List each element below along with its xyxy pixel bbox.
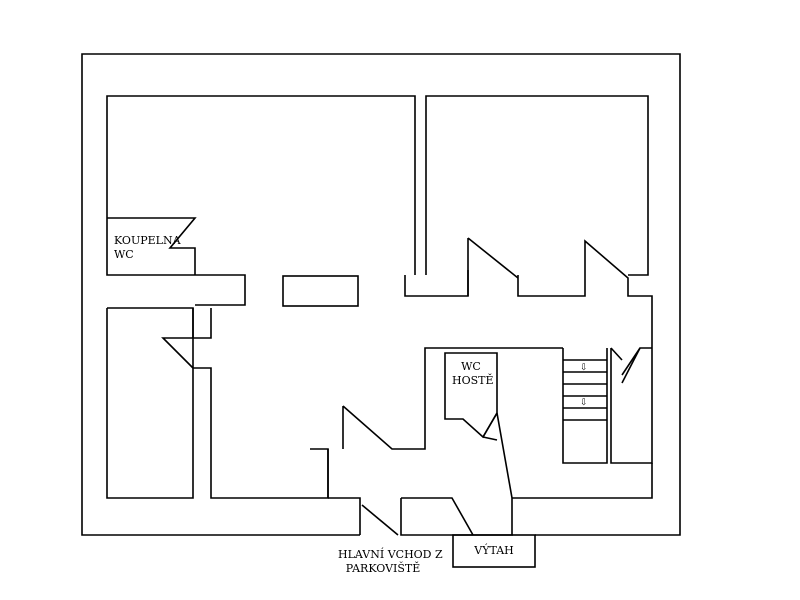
upper-right-door-a [467,237,519,296]
central-wall-block [282,275,359,307]
hall-door-south [342,347,512,450]
bathroom-room [107,217,197,275]
stair-door [610,347,652,376]
entrance-wall-left [400,498,452,536]
corridor-diagonal [496,412,513,535]
stair-wall-right [610,345,653,464]
outer-wall [81,53,681,536]
corridor-diagonal-b [482,436,498,441]
entrance-wall [401,497,474,536]
elevator-label: VÝTAH [474,544,514,557]
hall-wall-west [193,367,329,499]
room-lower-left [106,307,194,499]
entrance-door [361,504,399,536]
room-upper-left-bottom-wall [195,274,246,306]
elevator-box [452,534,536,568]
lower-right-wall [512,463,653,499]
room-upper-right [425,95,649,276]
stair-steps [563,359,607,421]
stair-direction-arrow-icon: ⇩ [580,398,588,408]
guest-wc-label: WC HOSTĚ [452,360,494,387]
lower-left-door [161,308,212,369]
stair-door-swing [621,347,641,384]
upper-right-wall-seg-b [517,239,653,345]
main-entrance-label: HLAVNÍ VCHOD Z PARKOVIŠTĚ [338,548,443,575]
bathroom-label: KOUPELNA WC [114,234,181,261]
hall-wall-mid [327,449,361,535]
guest-wc-door-line [482,412,498,438]
stair-direction-arrow-icon: ⇩ [580,363,588,373]
room-upper-left [106,95,416,276]
staircase [562,348,608,464]
